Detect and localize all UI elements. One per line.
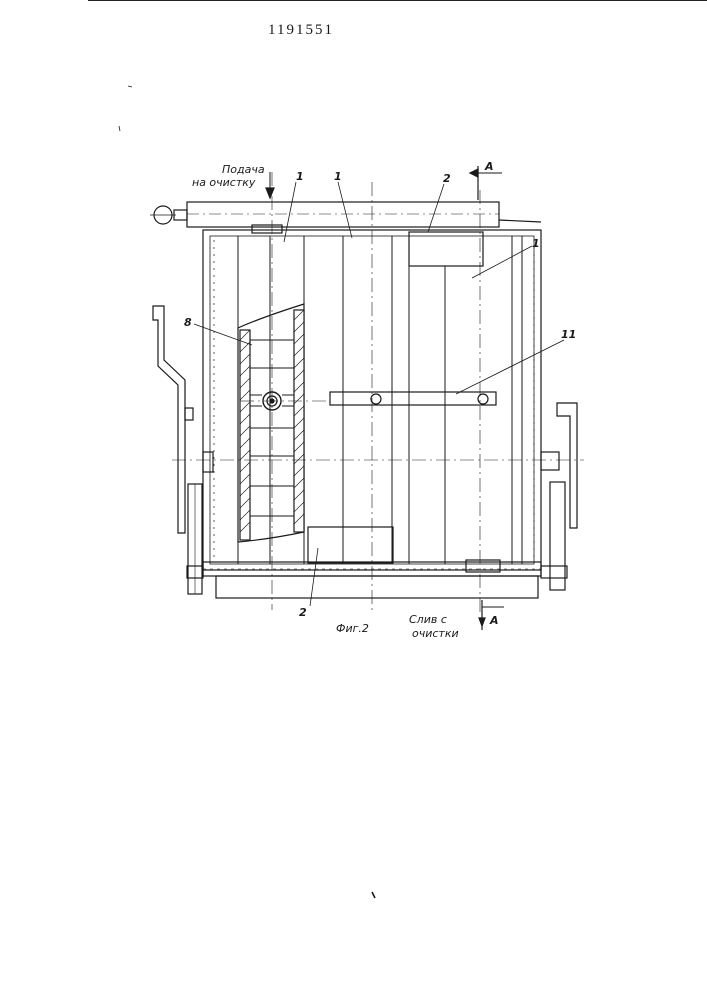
left-lever-stop [185, 408, 193, 420]
right-bottom-lug [541, 566, 567, 578]
top-flange [252, 225, 282, 233]
lower-partition [308, 527, 393, 563]
inlet-pipe [187, 202, 499, 227]
outlet-label-line2: очистки [412, 627, 459, 640]
right-bracket [541, 452, 559, 470]
outlet-arrow-head [479, 618, 485, 626]
inlet-label-line1: Подача [222, 163, 265, 176]
right-lever [557, 403, 577, 528]
left-bracket [203, 452, 213, 472]
callout-11: 11 [561, 328, 576, 341]
callout-2-top: 2 [443, 172, 451, 185]
inlet-label-line2: на очистку [192, 176, 256, 189]
figure-caption: Фиг.2 [336, 622, 369, 635]
upper-partition [409, 232, 483, 266]
section-label-top: A [484, 160, 494, 173]
section-label-bottom: A [489, 614, 499, 627]
callout-8: 8 [184, 316, 192, 329]
inlet-arrow-head [266, 188, 274, 198]
callout-1c: 1 [532, 237, 540, 250]
right-rack [550, 482, 565, 590]
scan-mark [128, 86, 132, 87]
outlet-label-line1: Слив с [409, 613, 447, 626]
scan-mark [372, 892, 375, 898]
hatched-wall-left [240, 330, 250, 540]
crossbar-bolt-left [371, 394, 381, 404]
callout-1b: 1 [334, 170, 342, 183]
scan-mark [119, 126, 120, 131]
callout-1a: 1 [296, 170, 304, 183]
section-mark-top-head [470, 169, 478, 177]
left-lever [153, 306, 185, 533]
crossbar-bolt-right [478, 394, 488, 404]
chain-lines [214, 240, 534, 560]
pipe-brace [499, 220, 541, 222]
crossbar [330, 392, 496, 405]
base-plate [216, 576, 538, 598]
callout-2-bottom: 2 [299, 606, 307, 619]
